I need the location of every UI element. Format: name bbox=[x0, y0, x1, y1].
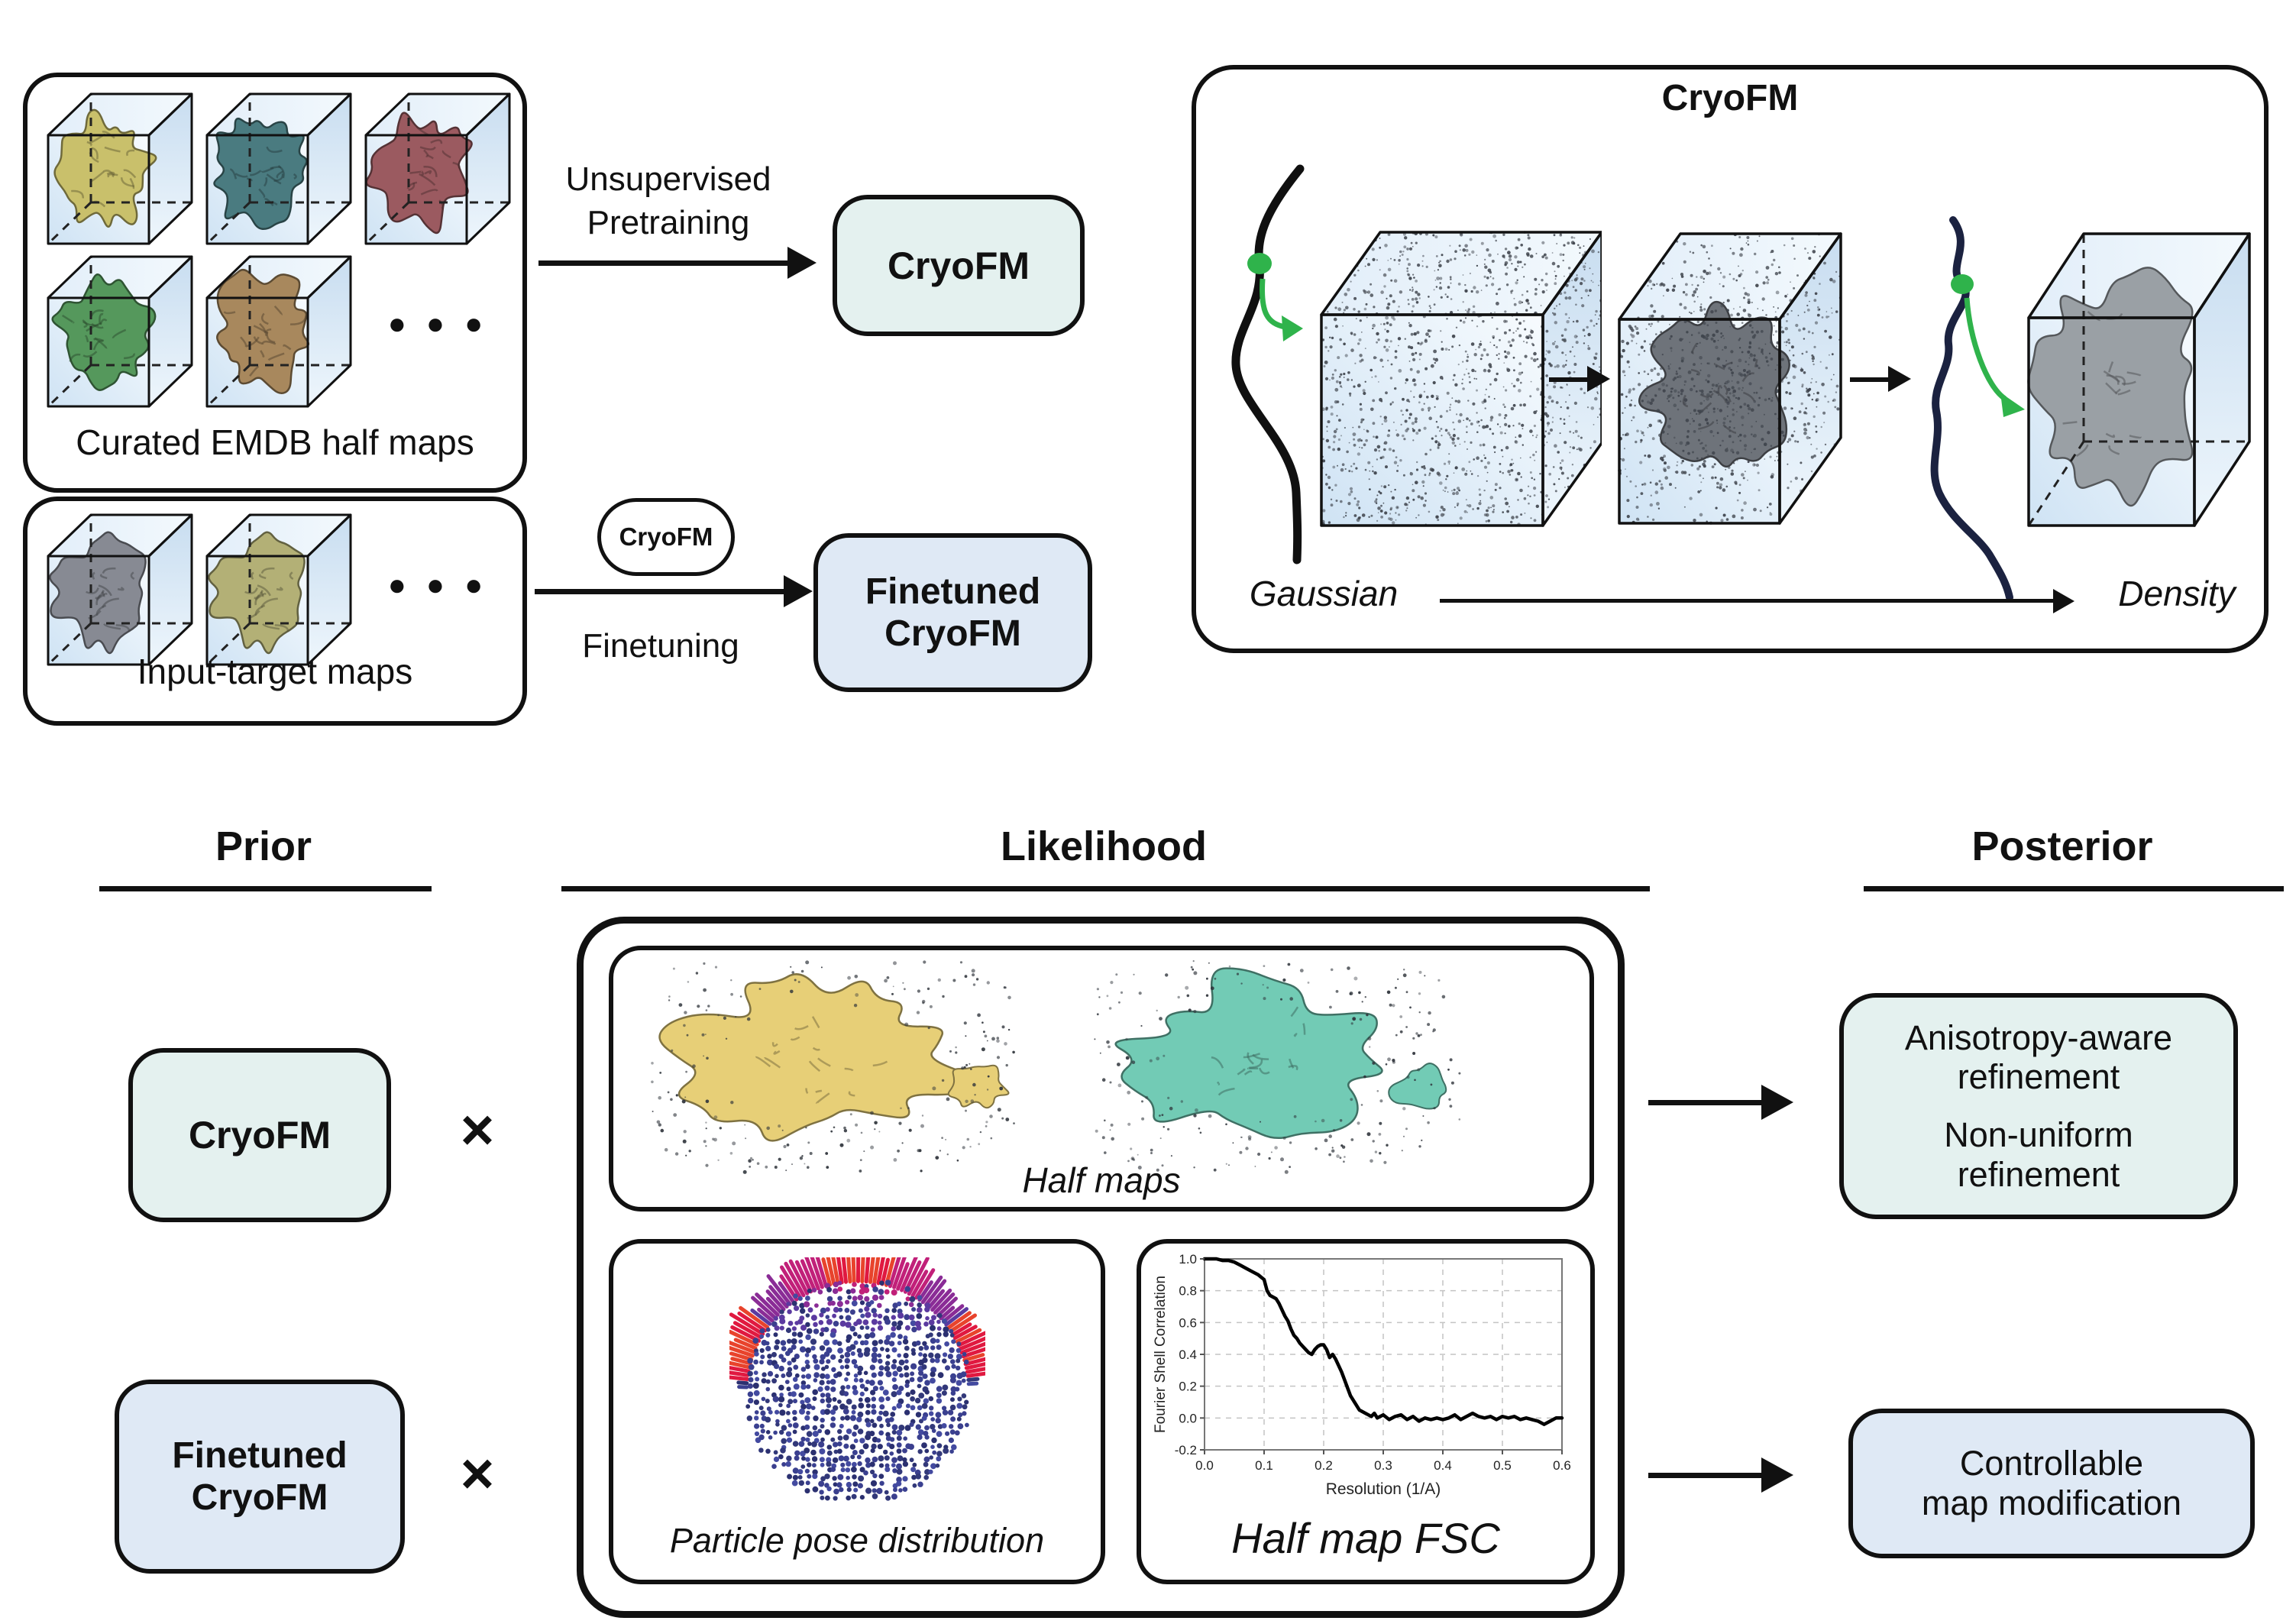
svg-text:0.3: 0.3 bbox=[1374, 1458, 1392, 1473]
multiply-symbol: × bbox=[460, 1441, 495, 1506]
partially-denoised-cube bbox=[1613, 229, 1842, 527]
svg-text:0.5: 0.5 bbox=[1493, 1458, 1512, 1473]
map-modification-box: Controllable map modification bbox=[1848, 1409, 2255, 1558]
anisotropy-refinement-label: Anisotropy-aware refinement bbox=[1905, 1018, 2172, 1098]
svg-text:-0.2: -0.2 bbox=[1175, 1443, 1197, 1457]
finetuned-line2: CryoFM bbox=[884, 613, 1021, 654]
diffusion-arrow-1 bbox=[1549, 377, 1589, 382]
svg-text:Resolution (1/A): Resolution (1/A) bbox=[1326, 1480, 1441, 1498]
pretrain-arrow-head bbox=[787, 247, 817, 279]
diffusion-panel-title: CryoFM bbox=[1661, 78, 1799, 118]
finetuned-cryofm-model-box: Finetuned CryoFM bbox=[813, 533, 1092, 692]
ellipsis-dots: ●●● bbox=[387, 307, 503, 341]
anisotropy-line1: Anisotropy-aware bbox=[1904, 1017, 2173, 1057]
gaussian-label: Gaussian bbox=[1249, 574, 1399, 613]
pose-distribution-label: Particle pose distribution bbox=[669, 1521, 1045, 1560]
diffusion-arrow-2 bbox=[1850, 377, 1890, 382]
pose-distribution-subpanel bbox=[609, 1239, 1105, 1584]
density-label: Density bbox=[2118, 574, 2236, 613]
density-distribution-curve-graphic bbox=[1913, 205, 2039, 610]
svg-text:0.8: 0.8 bbox=[1179, 1284, 1197, 1299]
refinement-applications-box: Anisotropy-aware refinement Non-uniform … bbox=[1839, 993, 2238, 1219]
noise-cube bbox=[1315, 228, 1602, 529]
cryofm-model-box: CryoFM bbox=[833, 195, 1085, 336]
gaussian-to-density-arrow-head bbox=[2053, 589, 2074, 613]
svg-text:0.2: 0.2 bbox=[1315, 1458, 1333, 1473]
nonuniform-line1: Non-uniform bbox=[1944, 1115, 2133, 1154]
density-map-cube bbox=[42, 88, 199, 252]
prior-finetuned-line2: CryoFM bbox=[191, 1477, 328, 1518]
pose-sphere-graphic bbox=[729, 1257, 985, 1509]
clean-density-cube bbox=[2023, 228, 2259, 529]
finetune-arrow bbox=[535, 589, 787, 594]
pretraining-label-line1: Unsupervised bbox=[565, 160, 771, 198]
prior-finetuned-cryofm-box: Finetuned CryoFM bbox=[115, 1380, 405, 1574]
fsc-label: Half map FSC bbox=[1231, 1514, 1500, 1562]
svg-text:0.4: 0.4 bbox=[1179, 1347, 1197, 1362]
posterior-arrow-1-head bbox=[1761, 1085, 1793, 1120]
svg-text:0.0: 0.0 bbox=[1195, 1458, 1214, 1473]
gaussian-to-density-arrow bbox=[1440, 599, 2055, 603]
pretraining-label-line2: Pretraining bbox=[587, 204, 750, 242]
pretrain-arrow bbox=[538, 260, 791, 266]
nonuniform-refinement-label: Non-uniform refinement bbox=[1944, 1115, 2133, 1195]
ellipsis-dots: ●●● bbox=[387, 568, 503, 602]
emdb-panel-label: Curated EMDB half maps bbox=[76, 422, 474, 462]
half-map-yellow-graphic bbox=[645, 958, 1020, 1176]
svg-text:0.1: 0.1 bbox=[1255, 1458, 1273, 1473]
likelihood-header: Likelihood bbox=[1001, 823, 1207, 869]
posterior-header: Posterior bbox=[1971, 823, 2153, 869]
svg-text:0.6: 0.6 bbox=[1179, 1315, 1197, 1330]
posterior-underline bbox=[1864, 886, 2284, 891]
posterior-arrow-2-head bbox=[1761, 1457, 1793, 1493]
controllable-line2: map modification bbox=[1921, 1483, 2182, 1522]
half-maps-label: Half maps bbox=[1022, 1160, 1181, 1200]
finetuned-line1: Finetuned bbox=[865, 571, 1041, 612]
multiply-symbol: × bbox=[460, 1098, 495, 1163]
svg-text:1.0: 1.0 bbox=[1179, 1252, 1197, 1267]
pretraining-label: Unsupervised Pretraining bbox=[527, 157, 810, 244]
density-map-cube bbox=[360, 88, 516, 252]
svg-text:Fourier Shell Correlation: Fourier Shell Correlation bbox=[1153, 1276, 1169, 1433]
controllable-line1: Controllable bbox=[1959, 1444, 2144, 1483]
density-map-cube bbox=[201, 88, 357, 252]
density-map-cube bbox=[201, 251, 357, 415]
cryofm-chip: CryoFM bbox=[597, 498, 735, 576]
finetune-arrow-head bbox=[784, 575, 813, 607]
half-map-teal-graphic bbox=[1088, 958, 1463, 1176]
svg-text:0.6: 0.6 bbox=[1553, 1458, 1571, 1473]
prior-cryofm-box: CryoFM bbox=[128, 1048, 391, 1222]
anisotropy-line2: refinement bbox=[1957, 1057, 2120, 1097]
density-map-cube bbox=[42, 509, 199, 673]
finetuning-label: Finetuning bbox=[582, 627, 739, 665]
svg-text:0.4: 0.4 bbox=[1434, 1458, 1452, 1473]
svg-text:0.0: 0.0 bbox=[1179, 1411, 1197, 1425]
diffusion-arrow-1-head bbox=[1587, 366, 1610, 392]
density-map-cube bbox=[42, 251, 199, 415]
svg-text:0.2: 0.2 bbox=[1179, 1380, 1197, 1394]
gaussian-curve-graphic bbox=[1221, 164, 1450, 592]
likelihood-underline bbox=[561, 886, 1650, 891]
nonuniform-line2: refinement bbox=[1957, 1154, 2120, 1194]
prior-underline bbox=[99, 886, 432, 891]
prior-header: Prior bbox=[215, 823, 312, 869]
prior-finetuned-line1: Finetuned bbox=[172, 1435, 348, 1476]
input-panel-label: Input-target maps bbox=[137, 652, 413, 691]
density-map-cube bbox=[201, 509, 357, 673]
posterior-arrow-1 bbox=[1648, 1100, 1764, 1105]
diffusion-arrow-2-head bbox=[1888, 366, 1911, 392]
posterior-arrow-2 bbox=[1648, 1473, 1764, 1478]
